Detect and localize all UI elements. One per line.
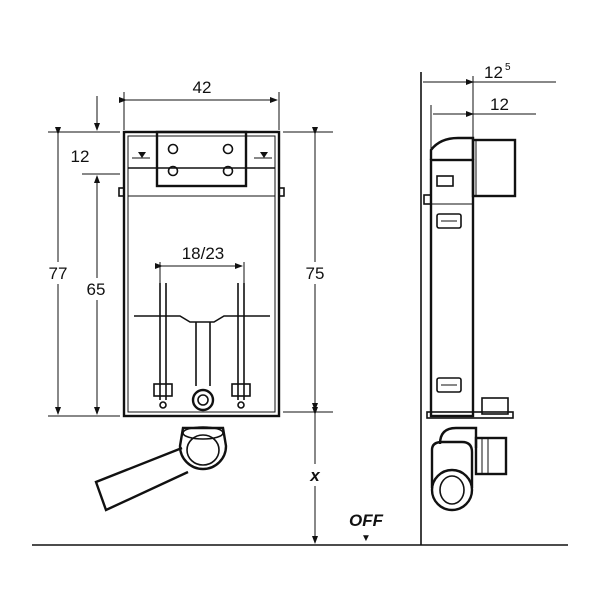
drain-pipe-end (430, 468, 474, 512)
plate-screw-icon (222, 165, 234, 177)
drain-bend (178, 426, 228, 471)
depth-sup-label: 5 (505, 62, 511, 73)
flush-plate (155, 130, 248, 188)
frame-outline (122, 130, 281, 418)
side-lug (423, 194, 432, 205)
drain-pipe (94, 446, 189, 512)
floor-label-group: OFF ▼ (349, 511, 384, 544)
outlet-fitting (191, 388, 215, 412)
side-bracket-upper (436, 213, 462, 229)
flush-plate-side (471, 138, 517, 198)
frame-width-label: 42 (193, 78, 212, 97)
right-height-label: 75 (306, 264, 325, 283)
inner-height-label: 65 (87, 280, 106, 299)
total-height-label: 77 (49, 264, 68, 283)
cistern-top (429, 136, 475, 160)
bolt-bracket-left (153, 383, 173, 397)
frame-profile (429, 158, 475, 418)
side-lug (118, 187, 125, 197)
plate-screw-icon (167, 143, 179, 155)
foot-plate (426, 411, 514, 419)
side-bracket-lower (436, 377, 462, 393)
upper-offset-label: 12 (71, 147, 90, 166)
drain-bend-side (438, 426, 478, 448)
side-dimensions: 12 5 12 (420, 62, 556, 160)
floor-label: OFF (349, 511, 384, 530)
bolt-spacing-label: 18/23 (182, 244, 225, 263)
side-slot (436, 175, 454, 187)
connector-box (481, 397, 509, 415)
plate-screw-icon (167, 165, 179, 177)
bolt-icon (159, 401, 167, 409)
side-outlet-connector (474, 436, 508, 476)
floor-distance-label: x (309, 466, 321, 485)
cistern-bottom (134, 315, 270, 323)
side-view (420, 72, 517, 545)
frame-inner-outline (127, 135, 276, 413)
floor-marker-icon: ▼ (361, 533, 371, 544)
bolt-bracket-right (231, 383, 251, 397)
level-marker-icon (138, 152, 146, 158)
plate-screw-icon (222, 143, 234, 155)
side-lug (278, 187, 285, 197)
depth-main-label: 12 (484, 63, 503, 82)
front-view (94, 130, 285, 512)
bolt-icon (237, 401, 245, 409)
level-marker-icon (260, 152, 268, 158)
depth-inner-label: 12 (490, 95, 509, 114)
front-dimensions: 42 77 12 65 75 x 18/23 (44, 78, 333, 544)
